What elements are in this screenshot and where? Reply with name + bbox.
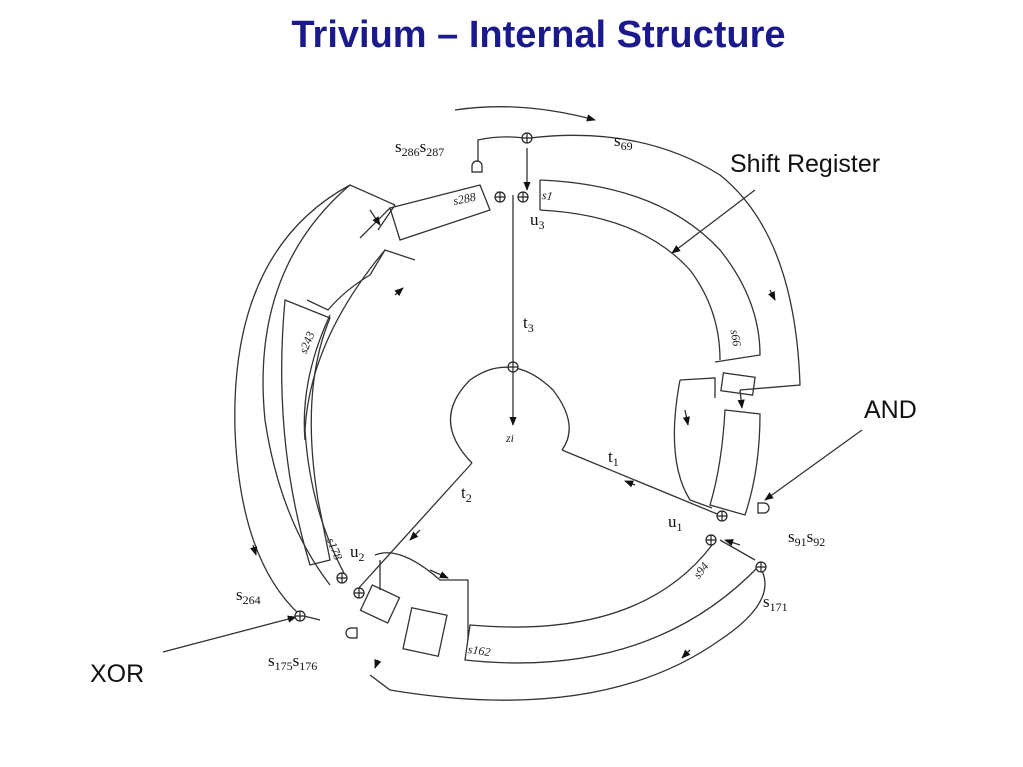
xor-gates bbox=[294, 132, 767, 622]
label-u3: u3 bbox=[530, 210, 545, 232]
register-s94-s162-outer bbox=[464, 544, 761, 664]
t1-line bbox=[561, 449, 723, 517]
and-gate-right bbox=[757, 502, 770, 514]
xor-gate-u3 bbox=[517, 191, 529, 203]
and-gates bbox=[345, 160, 770, 639]
register-s243-block bbox=[306, 249, 386, 311]
xor-gate-u2 bbox=[336, 572, 348, 584]
outer-ring-bottom bbox=[369, 566, 766, 701]
outer-ring-top-right bbox=[529, 134, 801, 391]
register-left-outer bbox=[262, 184, 396, 586]
label-s264: s264 bbox=[236, 585, 261, 607]
register-label-s66: s66 bbox=[728, 328, 745, 347]
register-s94-s162-inner bbox=[719, 539, 756, 561]
xor-gate-s264 bbox=[294, 610, 306, 622]
register-s1-s66-outer bbox=[539, 179, 761, 363]
and-gate-right-box bbox=[720, 372, 756, 396]
register-right-lower bbox=[709, 409, 761, 516]
register-label-s288: s288 bbox=[452, 190, 477, 208]
label-s171: s171 bbox=[763, 592, 788, 614]
label-t1: t1 bbox=[608, 447, 619, 469]
register-s288-box bbox=[389, 184, 491, 241]
label-u1: u1 bbox=[668, 512, 683, 534]
register-label-s162: s162 bbox=[467, 642, 491, 659]
xor-gate-s288 bbox=[494, 191, 506, 203]
register-left-inner bbox=[304, 249, 416, 576]
label-s175s176: s175s176 bbox=[268, 651, 317, 673]
central-output-circle bbox=[449, 366, 570, 464]
label-u2: u2 bbox=[350, 542, 365, 564]
outer-ring-left bbox=[234, 184, 351, 621]
callout-and: AND bbox=[864, 396, 917, 424]
callout-line-xor bbox=[162, 615, 297, 653]
callout-line-shift-register bbox=[671, 189, 756, 254]
register-label-s243: s243 bbox=[296, 329, 317, 355]
label-t3: t3 bbox=[523, 313, 534, 335]
and-gate-bottom-box bbox=[402, 606, 448, 658]
label-s286s287: s286s287 bbox=[395, 137, 444, 159]
label-s91s92: s91s92 bbox=[788, 527, 825, 549]
xor-gate-s171 bbox=[755, 561, 767, 573]
register-label-s94: s94 bbox=[690, 560, 711, 582]
register-s1-s66-inner bbox=[539, 209, 721, 361]
xor-gate-s94 bbox=[705, 534, 717, 546]
xor-gate-t2 bbox=[353, 587, 365, 599]
callout-xor: XOR bbox=[90, 660, 144, 688]
t2-line bbox=[356, 462, 473, 591]
and-gate-bottom bbox=[345, 627, 358, 639]
label-t2: t2 bbox=[461, 483, 472, 505]
register-label-zi: zi bbox=[505, 431, 514, 445]
xor-gate-top-feedback bbox=[521, 132, 533, 144]
callout-shift-register: Shift Register bbox=[730, 150, 880, 178]
register-label-s1: s1 bbox=[541, 188, 554, 203]
and-gate-top bbox=[471, 160, 483, 173]
slide-title: Trivium – Internal Structure bbox=[291, 14, 786, 56]
register-s178-box bbox=[281, 299, 331, 566]
register-label-s178: s178 bbox=[324, 536, 345, 562]
label-s69: s69 bbox=[614, 131, 633, 153]
xor-gate-t3 bbox=[507, 361, 519, 373]
callout-line-and bbox=[764, 429, 863, 501]
xor-gate-u1 bbox=[716, 510, 728, 522]
